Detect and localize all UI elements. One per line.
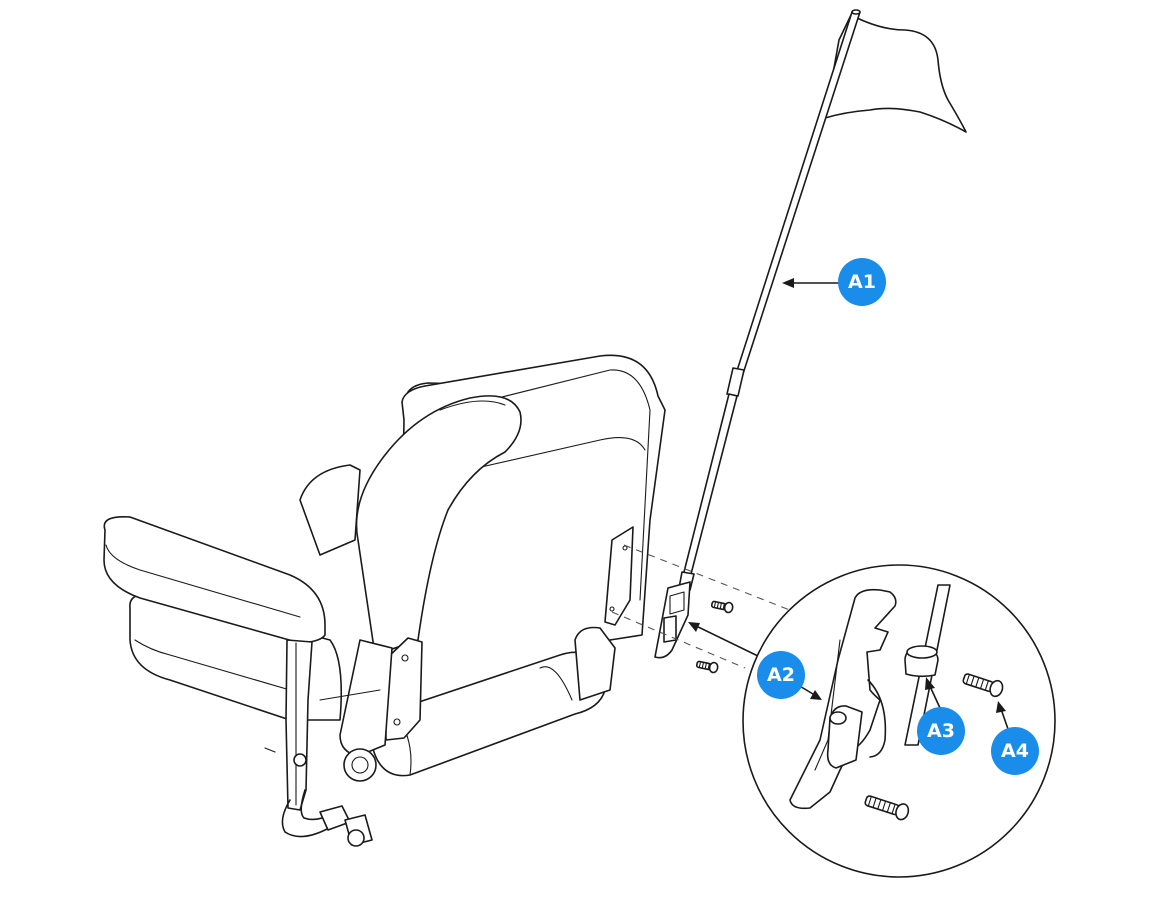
callout-a3-circle xyxy=(917,707,965,755)
callout-a4-label: A4 xyxy=(1001,740,1029,762)
small-screws xyxy=(695,600,734,674)
callout-a1: A1 xyxy=(838,258,886,306)
callout-a4: A4 xyxy=(991,727,1039,775)
callout-a2: A2 xyxy=(757,651,805,699)
callout-leaders xyxy=(782,278,1009,730)
callout-a2-circle xyxy=(757,651,805,699)
detail-view xyxy=(742,564,1056,878)
callout-a2-label: A2 xyxy=(767,664,795,686)
callout-a4-circle xyxy=(991,727,1039,775)
seat-illustration xyxy=(103,354,666,847)
callout-a1-circle xyxy=(838,258,886,306)
flag-pole xyxy=(678,9,967,591)
callout-a1-label: A1 xyxy=(848,271,876,293)
detail-arrow xyxy=(688,622,761,658)
callout-a3-label: A3 xyxy=(927,720,955,742)
callout-a3: A3 xyxy=(917,707,965,755)
mounting-bracket-small xyxy=(654,581,691,659)
